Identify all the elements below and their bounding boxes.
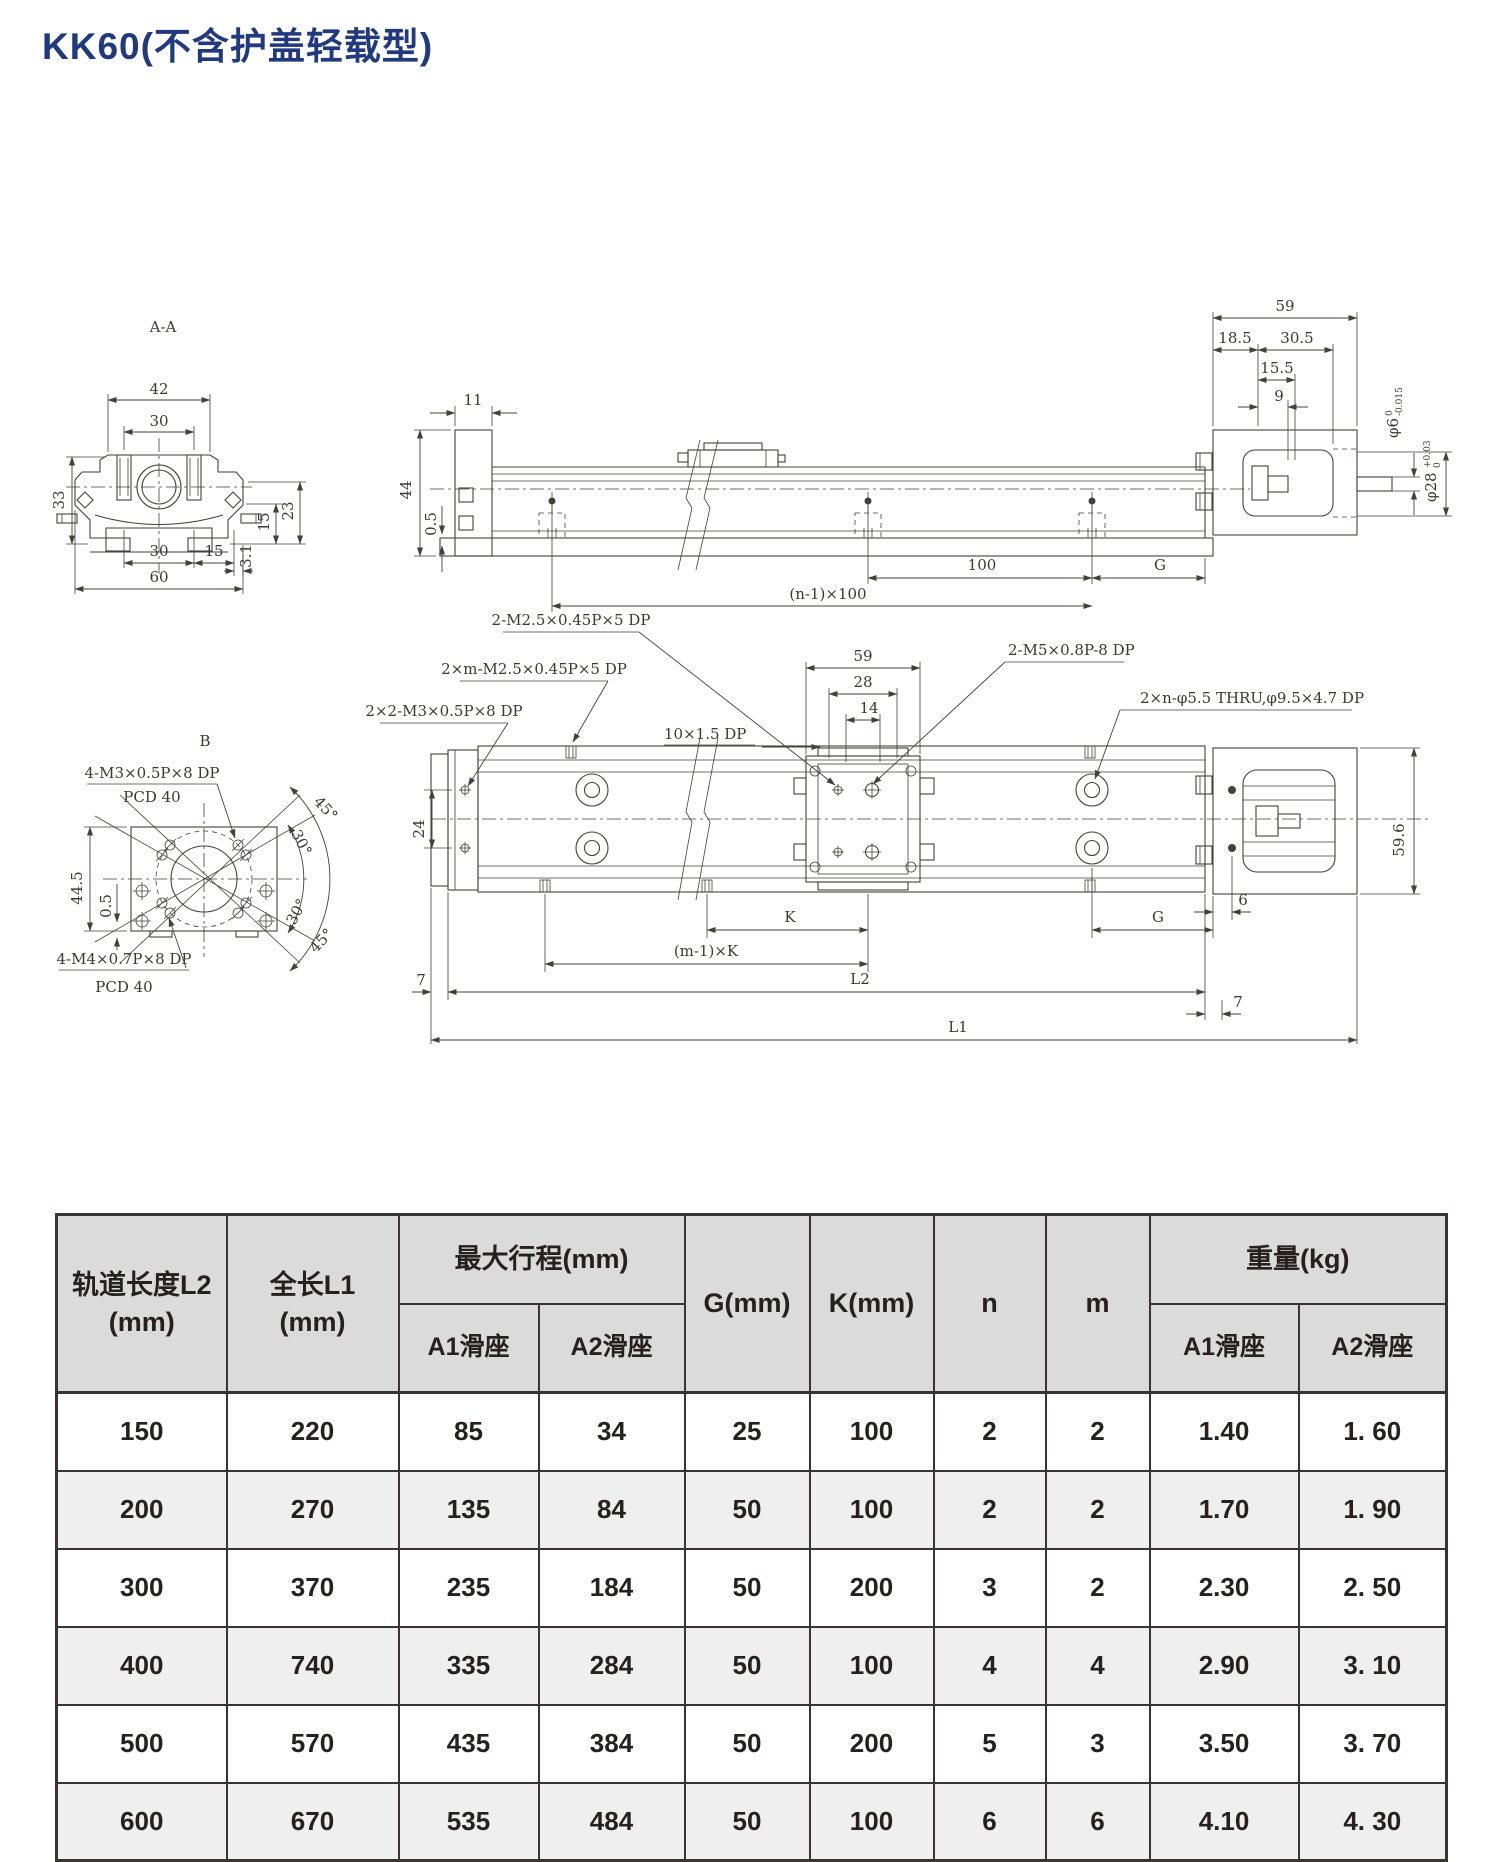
dim-6: 6 xyxy=(1238,891,1248,909)
dim-phi28: φ28 +0.03 0 xyxy=(1422,440,1443,502)
dim-24: 24 xyxy=(410,819,428,838)
col-header-max-stroke: 最大行程(mm) xyxy=(397,1213,686,1305)
col-header-m: m xyxy=(1044,1213,1151,1394)
dim-14: 14 xyxy=(859,699,878,717)
angle-45-bottom: 45° xyxy=(306,925,337,957)
callout-10x15: 10×1.5 DP xyxy=(664,725,746,743)
svg-text:φ28: φ28 xyxy=(1422,472,1440,502)
dim-7-right: 7 xyxy=(1233,993,1243,1011)
dim-59-6: 59.6 xyxy=(1390,823,1408,856)
callout-4m3: 4-M3×0.5P×8 DP xyxy=(84,764,219,782)
dim-0-5-b: 0.5 xyxy=(97,894,115,918)
dim-30-bottom: 30 xyxy=(149,542,168,560)
callout-4m3-pcd: PCD 40 xyxy=(123,788,180,806)
callout-2xn-phi55: 2×n-φ5.5 THRU,φ9.5×4.7 DP xyxy=(1140,689,1364,707)
svg-text:φ6: φ6 xyxy=(1384,418,1402,438)
col-header-n: n xyxy=(932,1213,1047,1394)
dim-18-5: 18.5 xyxy=(1218,329,1251,347)
dim-15-bottom: 15 xyxy=(204,542,223,560)
dim-60: 60 xyxy=(149,568,168,586)
spec-table: 轨道长度L2(mm) 全长L1(mm) 最大行程(mm) G(mm) K(mm)… xyxy=(55,1213,1448,1862)
dim-44-5: 44.5 xyxy=(68,871,86,904)
dim-42: 42 xyxy=(149,380,168,398)
dim-44: 44 xyxy=(397,480,415,499)
callout-4m4-pcd: PCD 40 xyxy=(95,978,152,996)
dim-m1xk: (m-1)×K xyxy=(674,942,739,960)
svg-text:0: 0 xyxy=(1433,462,1443,468)
dim-g-plan: G xyxy=(1152,908,1164,926)
carriage-plan xyxy=(793,747,935,891)
angle-30-bottom: 30° xyxy=(282,896,310,928)
dim-phi6: φ6 0 -0.015 xyxy=(1384,387,1405,438)
dim-33: 33 xyxy=(50,490,68,509)
dim-30-top: 30 xyxy=(149,412,168,430)
col-header-weight-a1: A1滑座 xyxy=(1148,1302,1300,1394)
technical-drawing: A-A 42 30 33 xyxy=(50,297,1452,1044)
dim-9: 9 xyxy=(1274,387,1284,405)
col-header-weight-a2: A2滑座 xyxy=(1297,1302,1448,1394)
dim-15-5: 15.5 xyxy=(1260,359,1293,377)
col-header-stroke-a2: A2滑座 xyxy=(537,1302,686,1394)
callout-2xm-m25: 2×m-M2.5×0.45P×5 DP xyxy=(441,660,627,678)
b-view-flange: B 4-M3×0.5P×8 DP PCD 40 4-M4×0.7P×8 DP P… xyxy=(56,732,341,996)
dim-59-side: 59 xyxy=(1275,297,1294,315)
plan-view: 2-M2.5×0.45P×5 DP 2×m-M2.5×0.45P×5 DP 2×… xyxy=(365,611,1430,1044)
col-header-stroke-a1: A1滑座 xyxy=(397,1302,540,1394)
dim-11: 11 xyxy=(463,391,482,409)
dim-l1: L1 xyxy=(948,1018,968,1036)
side-elevation-view: 11 44 0.5 100 G (n-1)×1 xyxy=(397,297,1452,612)
b-view-label: B xyxy=(199,732,210,750)
dim-100: 100 xyxy=(968,556,997,574)
dim-n1x100: (n-1)×100 xyxy=(789,585,866,603)
section-label: A-A xyxy=(149,318,177,336)
dim-15-right: 15 xyxy=(255,512,273,531)
section-view-aa: A-A 42 30 33 xyxy=(50,318,306,594)
svg-text:+0.03: +0.03 xyxy=(1423,440,1433,468)
callout-2m25: 2-M2.5×0.45P×5 DP xyxy=(492,611,651,629)
dim-0-5-side: 0.5 xyxy=(422,512,440,536)
cell-l2: 150 xyxy=(55,1391,228,1472)
dim-k: K xyxy=(784,908,796,926)
dim-23: 23 xyxy=(279,501,297,520)
page-title: KK60(不含护盖轻载型) xyxy=(42,26,434,67)
dim-30-5: 30.5 xyxy=(1280,329,1313,347)
col-header-g: G(mm) xyxy=(683,1213,811,1394)
dim-l2: L2 xyxy=(850,970,870,988)
svg-text:0: 0 xyxy=(1385,410,1395,416)
dim-59-plan: 59 xyxy=(853,647,872,665)
counterbore-holes xyxy=(575,773,1109,865)
corner-holes xyxy=(133,882,275,930)
callout-2x2-m3: 2×2-M3×0.5P×8 DP xyxy=(365,702,522,720)
pcd-holes xyxy=(155,838,253,920)
callout-2m5: 2-M5×0.8P-8 DP xyxy=(1008,641,1135,659)
dim-28: 28 xyxy=(853,673,872,691)
dim-3-1: 3.1 xyxy=(237,544,255,568)
col-header-k: K(mm) xyxy=(808,1213,935,1394)
col-header-rail-length: 轨道长度L2(mm) xyxy=(55,1213,228,1394)
svg-text:-0.015: -0.015 xyxy=(1395,387,1405,416)
dim-7-left: 7 xyxy=(416,971,426,989)
col-header-total-length: 全长L1(mm) xyxy=(225,1213,400,1394)
col-header-weight: 重量(kg) xyxy=(1148,1213,1448,1305)
dim-g-side: G xyxy=(1154,556,1166,574)
